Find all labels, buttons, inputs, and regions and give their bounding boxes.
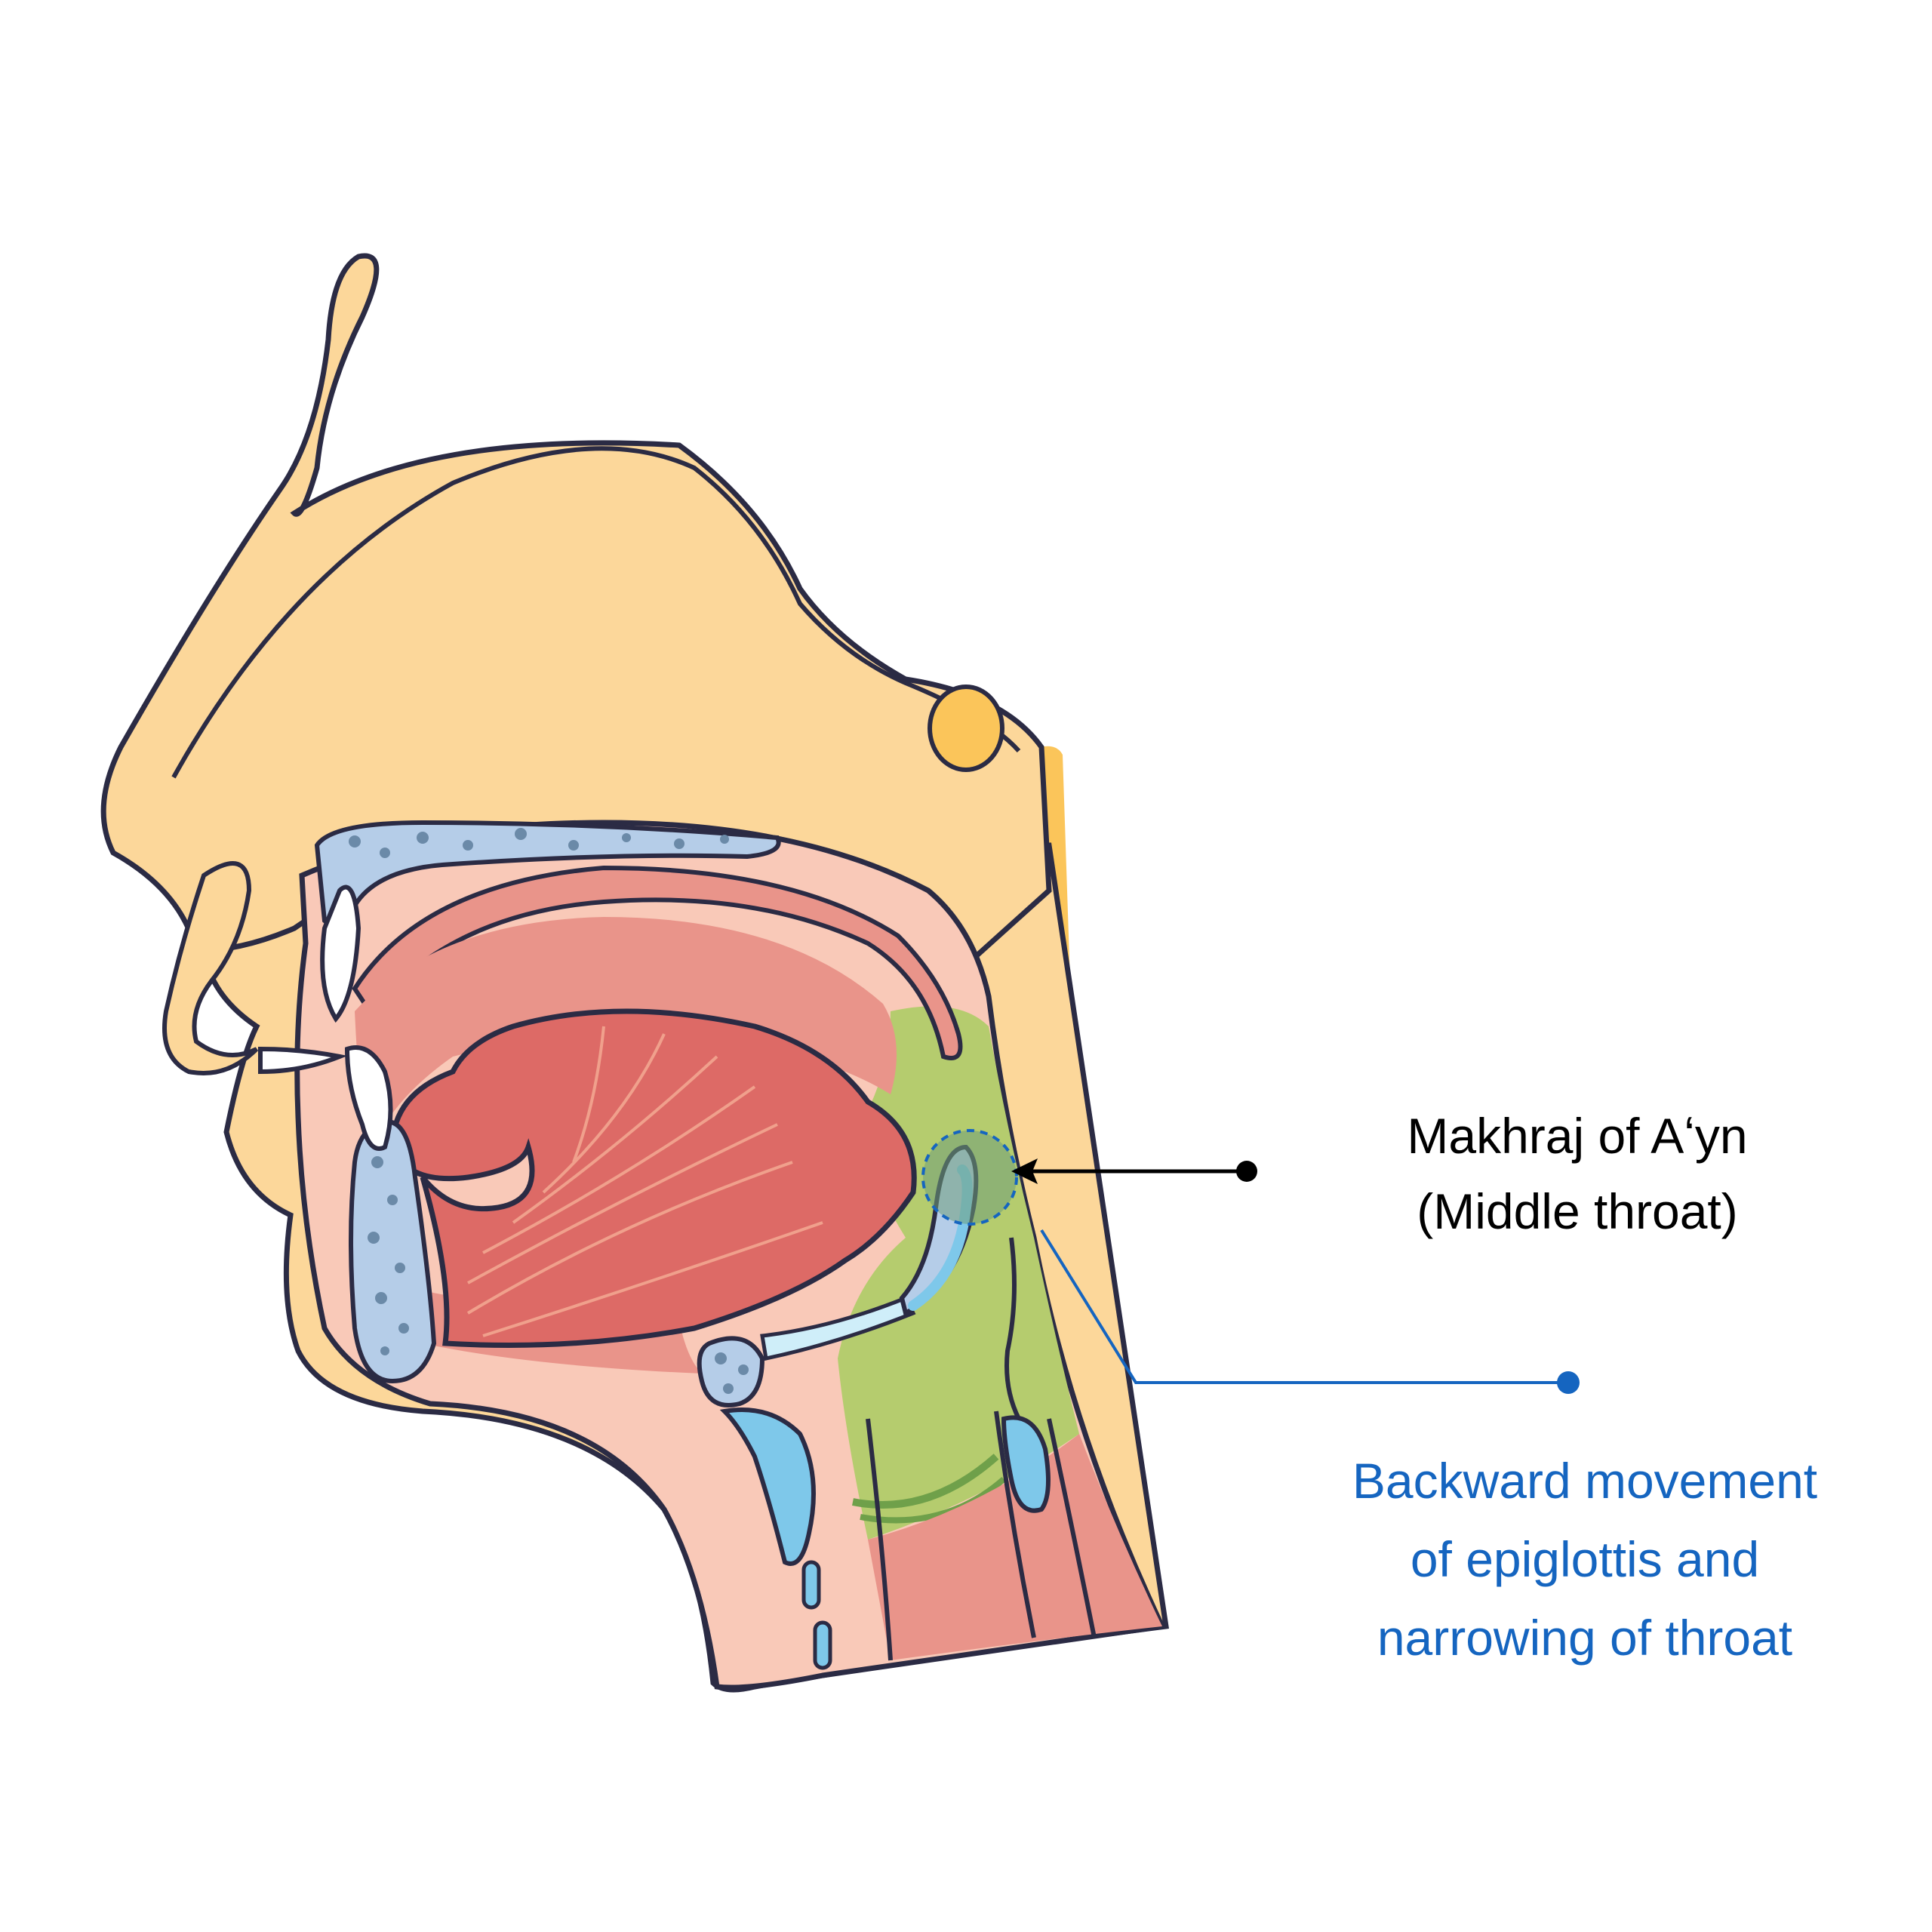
hyoid-bone	[697, 1336, 765, 1407]
makhraj-pointer-dot	[1236, 1161, 1257, 1182]
hyoid-dots	[715, 1352, 749, 1394]
mandible-dots	[368, 1156, 409, 1355]
palate-dots	[349, 828, 729, 858]
makhraj-region	[921, 1129, 1018, 1226]
movement-label-line2: of epiglottis and	[1410, 1531, 1760, 1587]
cartilage-ring-1	[801, 1560, 821, 1610]
thyroid-cartilage	[719, 1407, 816, 1566]
movement-label: Backward movement of epiglottis and narr…	[1268, 1441, 1902, 1677]
movement-label-line1: Backward movement	[1352, 1453, 1818, 1509]
airway-wall-front	[866, 1418, 893, 1661]
tongue	[389, 1008, 917, 1348]
movement-pointer-dot	[1557, 1371, 1580, 1394]
tongue-fibers	[466, 1026, 823, 1337]
airway-wall-mid	[994, 1411, 1036, 1638]
airway-wall-back	[1047, 1418, 1097, 1638]
lower-tooth	[344, 1045, 393, 1151]
movement-pointer-line	[1040, 1229, 1566, 1384]
makhraj-label: Makhraj of Aʻyn (Middle throat)	[1313, 1098, 1841, 1249]
cartilage-ring-2	[813, 1620, 832, 1670]
makhraj-pointer-arrowhead	[1011, 1158, 1038, 1184]
makhraj-label-line2: (Middle throat)	[1417, 1183, 1738, 1239]
head-inner-contour	[171, 446, 1021, 779]
mandible	[349, 1119, 437, 1384]
arytenoid-cartilage	[1001, 1415, 1051, 1513]
upper-tooth	[320, 884, 361, 1023]
makhraj-label-line1: Makhraj of Aʻyn	[1407, 1108, 1748, 1164]
hard-palate	[314, 820, 781, 925]
mouth-gap	[258, 1046, 348, 1075]
nasal-sinus	[928, 685, 1004, 772]
palate-cavity	[352, 865, 963, 1060]
throat-fold-1	[852, 1454, 999, 1509]
movement-label-line3: narrowing of throat	[1377, 1610, 1793, 1666]
hyoid-ligament	[760, 1295, 916, 1361]
upper-lip	[162, 861, 259, 1075]
pharynx-wall	[1004, 1237, 1021, 1420]
